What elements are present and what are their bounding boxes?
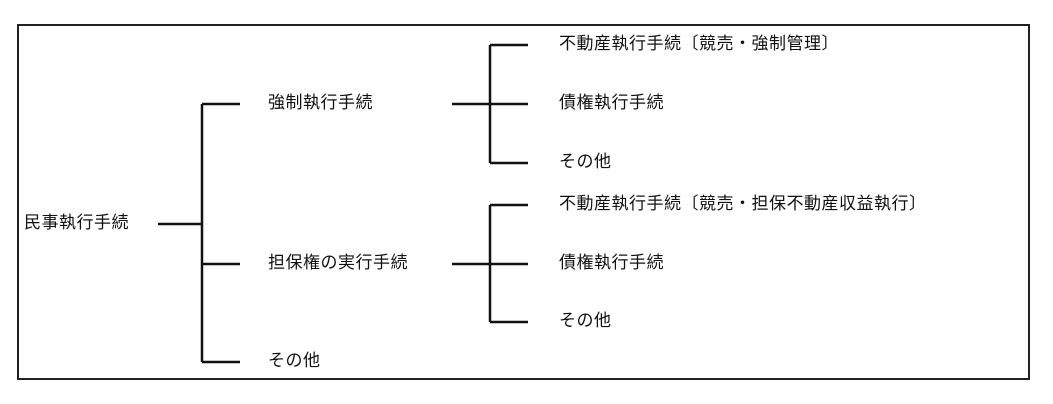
security-real-estate-node: 不動産執行手続〔競売・担保不動産収益執行〕: [559, 194, 927, 214]
forced-real-estate-node: 不動産執行手続〔競売・強制管理〕: [559, 34, 839, 54]
forced-other-node: その他: [559, 152, 612, 172]
root-node: 民事執行手続: [24, 213, 129, 233]
diagram-frame: [17, 24, 1030, 380]
security-enforcement-node: 担保権の実行手続: [268, 253, 408, 273]
forced-execution-node: 強制執行手続: [268, 93, 373, 113]
security-claims-node: 債権執行手続: [559, 253, 664, 273]
forced-claims-node: 債権執行手続: [559, 93, 664, 113]
other-node: その他: [268, 351, 321, 371]
security-other-node: その他: [559, 311, 612, 331]
